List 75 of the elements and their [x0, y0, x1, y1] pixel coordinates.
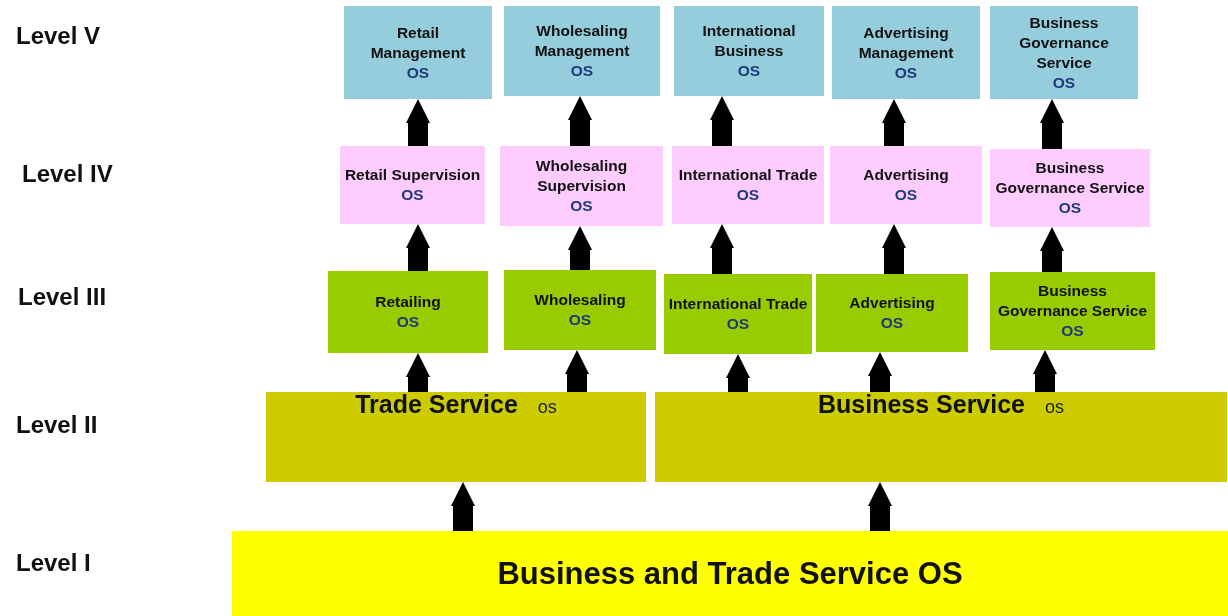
up-arrow	[568, 96, 592, 146]
up-arrow	[565, 350, 589, 392]
box-title: Advertising	[849, 293, 935, 313]
up-arrow	[406, 99, 430, 146]
os-tag: OS	[894, 62, 918, 83]
box-title: Retailing	[375, 292, 441, 312]
os-tag: OS	[737, 61, 761, 81]
box-title: Business Governance Service	[1018, 12, 1110, 73]
os-tag: OS	[568, 310, 592, 330]
level-label: Level I	[16, 549, 91, 577]
up-arrow	[1040, 227, 1064, 272]
up-arrow	[726, 354, 750, 392]
box-title: Retail Management	[369, 22, 467, 63]
level-four-box	[830, 146, 982, 224]
level-three-box	[504, 270, 656, 350]
level-four-box	[672, 146, 824, 224]
os-tag: OS	[406, 62, 430, 83]
box-title: Advertising	[863, 165, 949, 185]
level-label: Level III	[18, 283, 107, 311]
os-tag: OS	[570, 196, 593, 216]
level-one-box	[232, 531, 1228, 616]
level-five-box	[344, 6, 492, 99]
os-tag: OS	[726, 314, 750, 334]
os-tag: OS	[396, 312, 420, 332]
level-three-box	[990, 272, 1155, 350]
up-arrow	[568, 226, 592, 270]
os-tag: OS	[894, 185, 918, 205]
level-three-box	[328, 271, 488, 353]
os-tag: OS	[736, 185, 760, 205]
level-three-box	[664, 274, 812, 354]
up-arrow	[406, 353, 430, 392]
os-tag: OS	[401, 185, 424, 205]
box-title: International Business	[701, 21, 797, 61]
level-five-box	[990, 6, 1138, 99]
level-two-box	[266, 392, 646, 482]
level-two-box	[655, 392, 1227, 482]
box-title: Business Service	[817, 394, 1026, 414]
level-label: Level IV	[22, 160, 113, 188]
box-title: International Trade	[668, 294, 808, 314]
os-tag: OS	[570, 61, 594, 81]
box-title: Business Governance Service	[996, 281, 1149, 321]
level-three-box	[816, 274, 968, 352]
level-five-box	[832, 6, 980, 99]
os-tag: os	[1045, 397, 1065, 417]
box-title: Retail Supervision	[344, 165, 481, 185]
level-five-box	[504, 6, 660, 96]
box-title: Business Governance Service	[994, 158, 1146, 198]
box-title: Business and Trade Service OS	[497, 563, 963, 584]
box-title: Wholesaling Management	[533, 21, 631, 61]
os-tag: OS	[880, 313, 904, 333]
level-four-box	[500, 146, 663, 226]
box-title: Trade Service	[355, 394, 518, 414]
up-arrow	[451, 482, 475, 531]
up-arrow	[868, 482, 892, 531]
level-five-box	[674, 6, 824, 96]
level-four-box	[340, 146, 485, 224]
up-arrow	[1040, 99, 1064, 149]
box-title: Advertising Management	[857, 22, 955, 63]
os-tag: OS	[1061, 321, 1084, 341]
level-label: Level V	[16, 22, 101, 50]
level-label: Level II	[16, 411, 98, 439]
up-arrow	[868, 352, 892, 392]
level-four-box	[990, 149, 1150, 227]
up-arrow	[1033, 350, 1057, 392]
box-title: Wholesaling Supervision	[534, 156, 629, 196]
up-arrow	[710, 224, 734, 274]
os-tag: os	[537, 397, 557, 417]
box-title: Wholesaling	[534, 290, 626, 310]
os-tag: OS	[1058, 198, 1082, 218]
up-arrow	[882, 99, 906, 146]
up-arrow	[882, 224, 906, 274]
up-arrow	[406, 224, 430, 271]
os-tag: OS	[1052, 72, 1076, 93]
up-arrow	[710, 96, 734, 146]
box-title: International Trade	[678, 165, 818, 185]
